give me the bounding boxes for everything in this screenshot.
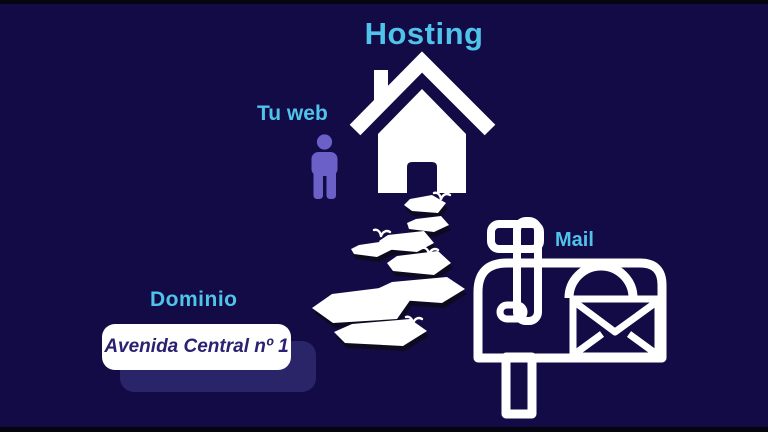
letterbox-bar-bottom	[0, 427, 768, 432]
stone	[407, 216, 449, 232]
stone	[379, 231, 434, 252]
roof	[349, 51, 496, 136]
tu-web-label: Tu web	[257, 102, 328, 125]
mailbox-flag-icon	[487, 217, 544, 325]
mailbox-dome	[564, 261, 638, 299]
envelope-icon	[569, 295, 662, 360]
grass-tuft-icon	[372, 228, 392, 238]
grass-tufts	[372, 191, 452, 325]
grass-tuft-icon	[432, 191, 452, 201]
dominio-label: Dominio	[150, 288, 238, 311]
stones	[312, 195, 465, 346]
grass-tuft-icon	[420, 246, 440, 256]
stone	[334, 319, 427, 346]
person-icon	[311, 134, 338, 199]
mailbox-body	[473, 258, 667, 363]
address-sign-text: Avenida Central nº 1	[104, 336, 289, 357]
letterbox-bar-top	[0, 0, 768, 4]
hosting-title: Hosting	[364, 16, 484, 51]
stone	[387, 251, 451, 275]
house-icon	[349, 51, 496, 193]
address-sign: Avenida Central nº 1	[102, 324, 291, 370]
house-body	[378, 89, 466, 193]
mailbox-icon	[473, 217, 667, 419]
grass-tuft-icon	[404, 315, 424, 325]
stone	[351, 241, 393, 257]
stone	[404, 195, 446, 213]
mailbox-post	[501, 352, 537, 419]
stone	[312, 287, 411, 323]
stepping-stones	[312, 191, 467, 351]
mail-label: Mail	[555, 229, 594, 251]
